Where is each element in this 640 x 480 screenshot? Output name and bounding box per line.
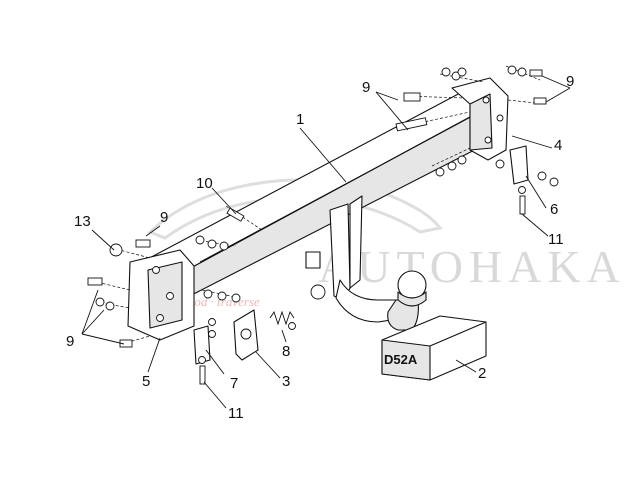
callout-5: 5 — [142, 373, 150, 390]
small-bracket-6 — [509, 145, 529, 185]
callout-2: 2 — [478, 365, 486, 382]
electrical-socket-box: D52A — [381, 315, 487, 381]
callout-13: 13 — [74, 213, 91, 230]
right-mounting-bracket — [451, 77, 509, 161]
left-mounting-bracket — [127, 249, 195, 341]
callout-9-left: 9 — [160, 209, 168, 226]
callout-leaders — [81, 75, 571, 409]
callout-9-top-center: 9 — [362, 79, 370, 96]
callout-11-right: 11 — [548, 231, 564, 248]
callout-labels: 1 2 3 4 5 6 7 8 9 9 9 9 10 11 11 13 — [66, 73, 574, 422]
callout-11-bottom: 11 — [228, 405, 244, 422]
small-bracket-7 — [193, 325, 211, 365]
callout-9-top-right: 9 — [566, 73, 574, 90]
callout-3: 3 — [282, 373, 290, 390]
socket-plate — [233, 309, 259, 361]
callout-4: 4 — [554, 137, 562, 154]
box-label: D52A — [384, 352, 418, 367]
tow-ball-neck — [305, 195, 427, 331]
fasteners — [87, 65, 559, 385]
watermark-brand: AUTOHAKA — [318, 241, 626, 292]
callout-1: 1 — [296, 111, 304, 128]
callout-10: 10 — [196, 175, 213, 192]
callout-6: 6 — [550, 201, 558, 218]
callout-8: 8 — [282, 343, 290, 360]
callout-9-bottom-left: 9 — [66, 333, 74, 350]
callout-7: 7 — [230, 375, 238, 392]
spring — [269, 310, 295, 326]
